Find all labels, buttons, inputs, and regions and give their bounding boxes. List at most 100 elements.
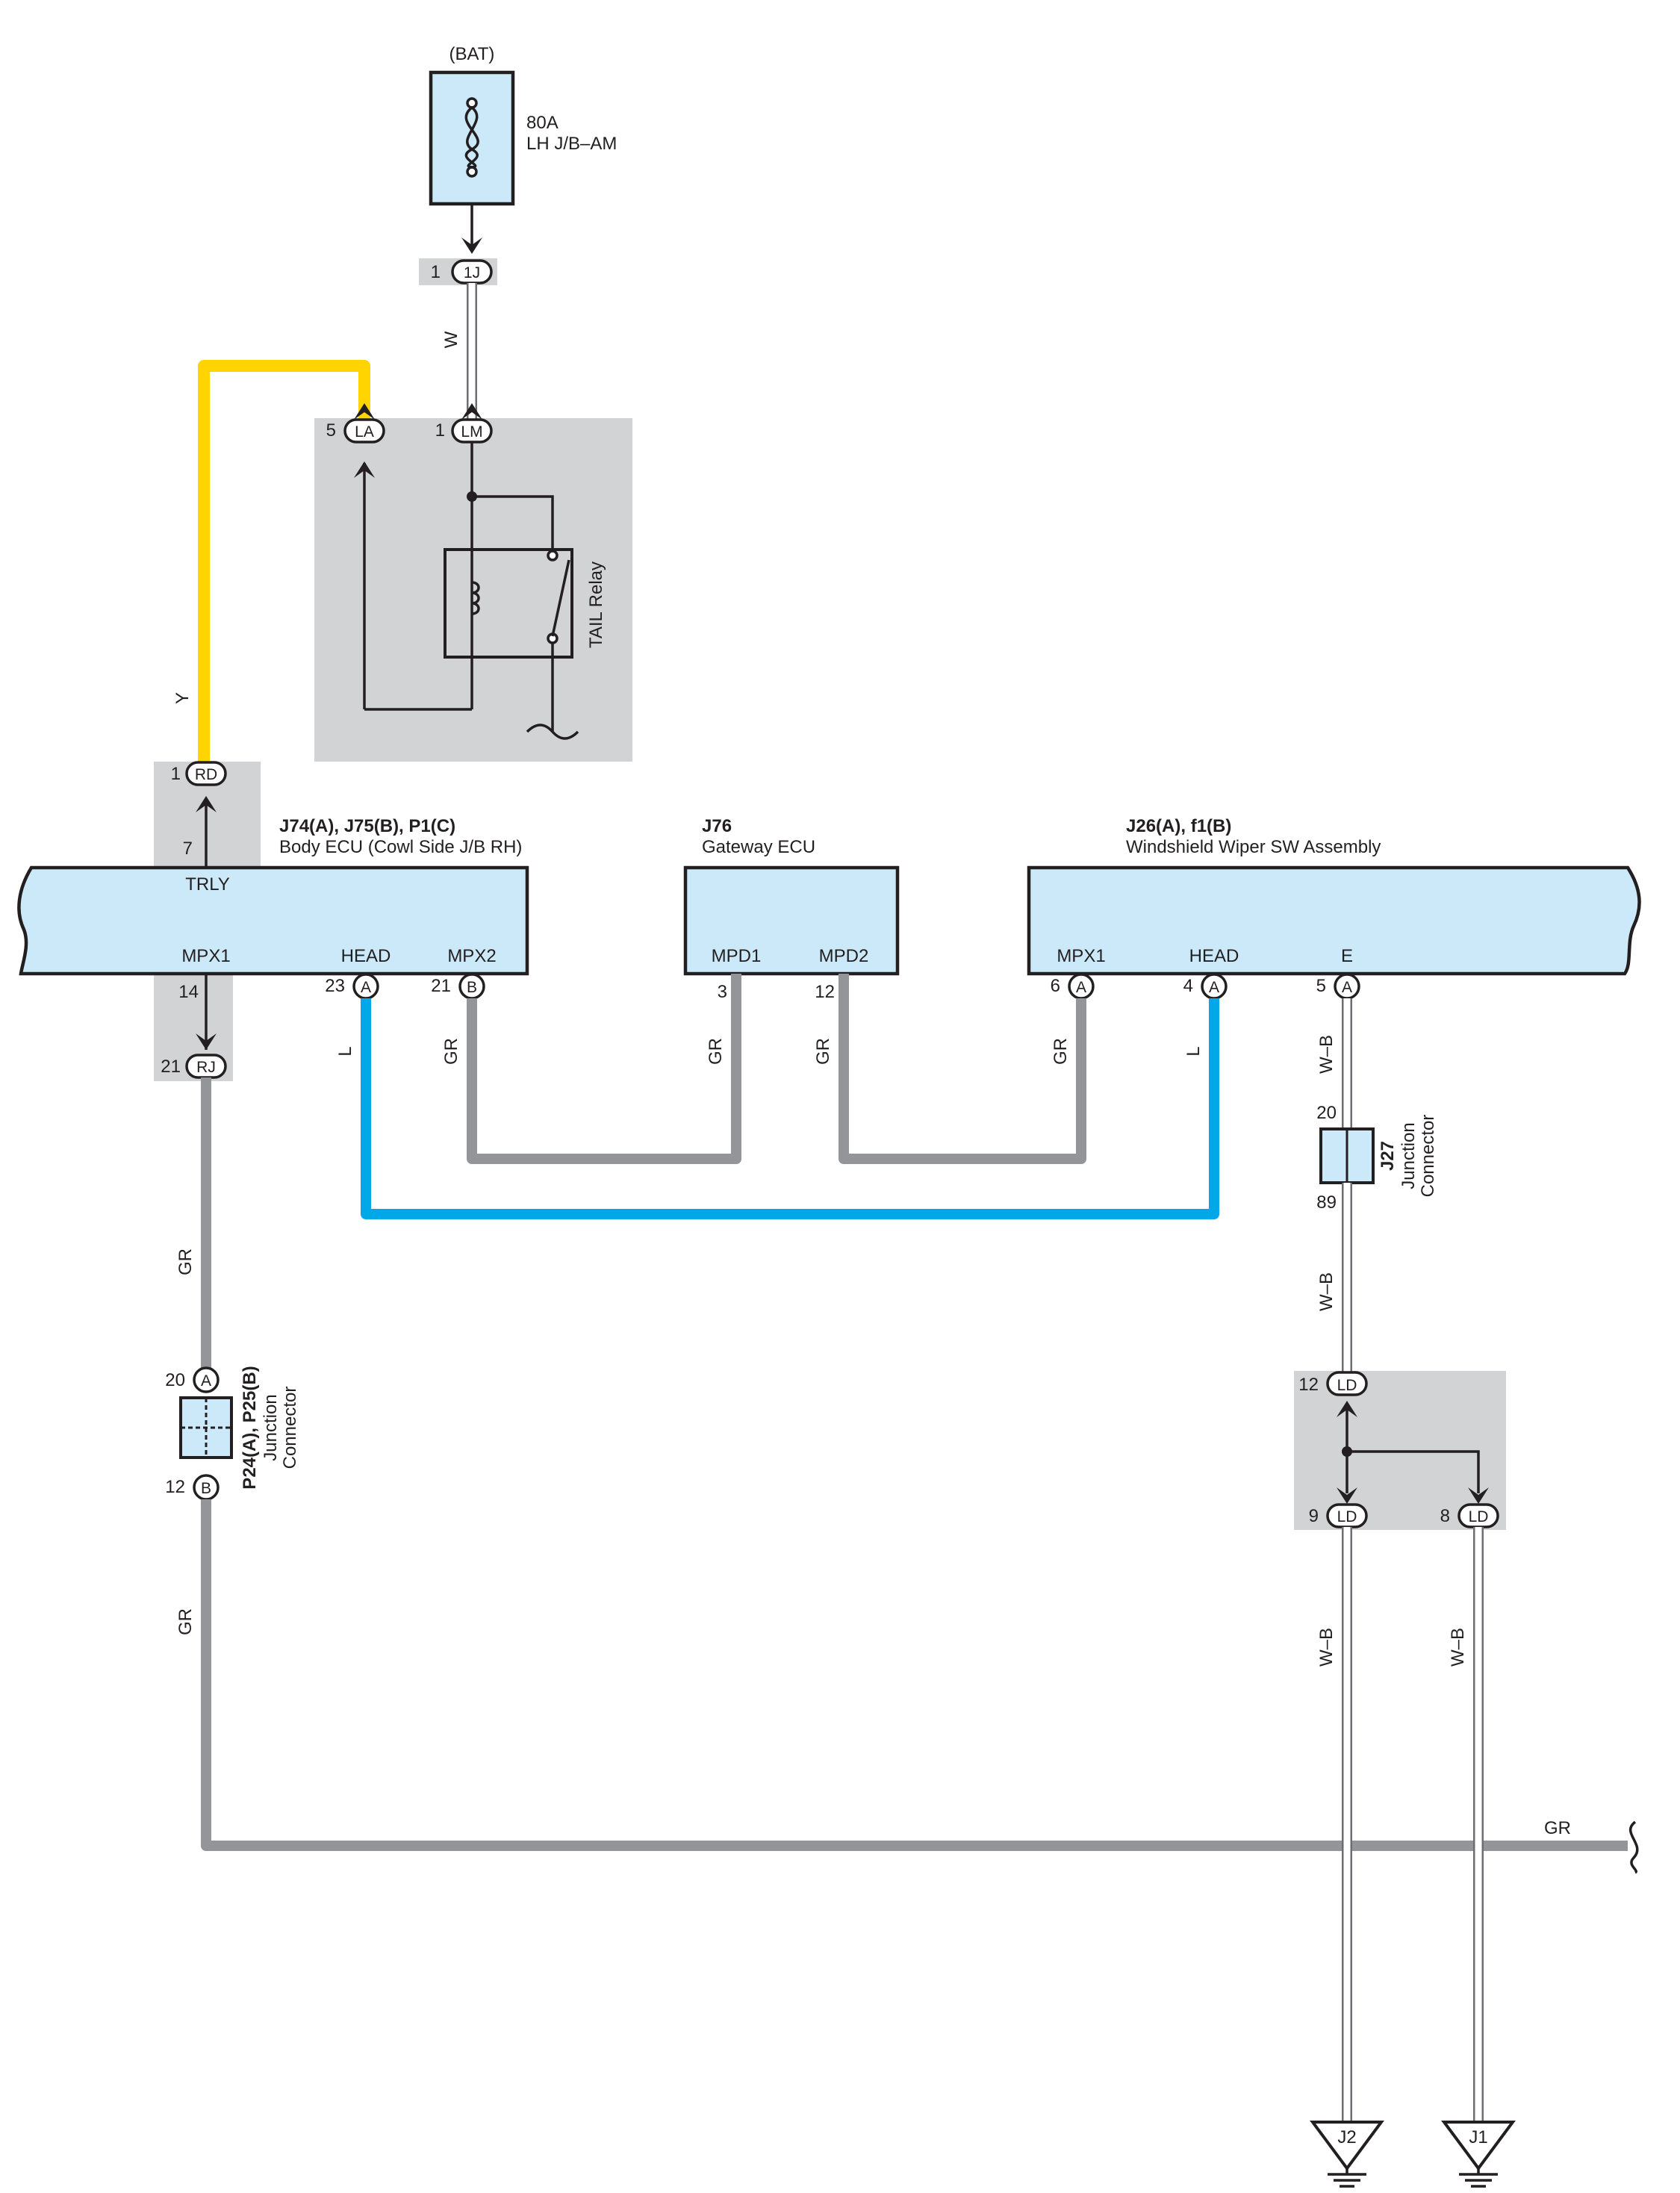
body-ecu-ids: J74(A), J75(B), P1(C) [279, 816, 455, 836]
wire-label-gr-6: GR [175, 1608, 196, 1635]
body-mpx2-conn-label: B [467, 979, 477, 996]
wire-label-wb-4: W–B [1448, 1628, 1468, 1667]
wire-break-icon [1628, 1820, 1639, 1874]
wiper-e-conn-label: A [1342, 979, 1352, 996]
ld-in-connector [1326, 1371, 1368, 1396]
fuse-rating: 80A [526, 113, 559, 133]
ground-icon [1310, 2121, 1384, 2188]
p24-conn-top-label: A [201, 1372, 211, 1390]
wire-label-gr-5: GR [175, 1248, 196, 1275]
wire-gr-bus [201, 1499, 1628, 1851]
wire-label-wb-2: W–B [1316, 1272, 1337, 1311]
arrow-icon [354, 403, 375, 420]
wire-label-l-2: L [1183, 1046, 1204, 1056]
p24-pin-top: 20 [165, 1370, 185, 1390]
relay-pin-lm-num: 1 [435, 420, 445, 441]
wiper-head-pin: 4 [1183, 976, 1193, 996]
j27-pin-top: 20 [1316, 1103, 1337, 1123]
wiper-mpx1-pin: 6 [1051, 976, 1060, 996]
body-ecu-box [17, 865, 529, 976]
body-ecu-mpx2: MPX2 [447, 946, 496, 966]
wire-label-gr-7: GR [1544, 1818, 1571, 1838]
gateway-mpd1-pin: 3 [718, 982, 727, 1002]
arrow-icon [196, 1033, 217, 1050]
p24-type-2: Connector [280, 1387, 300, 1469]
p24-ids: P24(A), P25(B) [240, 1366, 260, 1489]
wiper-mpx1-conn-label: A [1076, 979, 1086, 996]
trly-pin: 7 [183, 839, 193, 859]
wire-l-head [361, 998, 1219, 1219]
ld-junction-internal [1337, 1401, 1489, 1504]
wire-gr-mpx2-mpd1 [467, 974, 741, 1164]
relay-pin-la-num: 5 [326, 420, 336, 441]
p24-conn-top [193, 1366, 220, 1393]
ld-out1-code: LD [1337, 1508, 1357, 1525]
wire-label-wb-1: W–B [1316, 1035, 1337, 1074]
p24-type-1: Junction [261, 1394, 281, 1461]
p24-pin-bottom: 12 [165, 1477, 185, 1497]
connector-1j-code: 1J [464, 264, 480, 281]
wire-label-y: Y [172, 692, 193, 704]
wire-label-gr-1: GR [441, 1038, 461, 1065]
wire-label-gr-2: GR [706, 1038, 726, 1065]
rd-connector [185, 761, 227, 786]
body-ecu-head: HEAD [341, 946, 391, 966]
wiper-ids: J26(A), f1(B) [1126, 816, 1231, 836]
body-ecu-trly: TRLY [185, 874, 230, 895]
ground-j1-label: J1 [1469, 2127, 1487, 2147]
ld-out1-pin: 9 [1309, 1506, 1319, 1526]
wire-label-gr-3: GR [813, 1038, 833, 1065]
wiper-head-conn-label: A [1209, 979, 1219, 996]
fuse-icon [464, 97, 479, 178]
relay-pin-lm-code: LM [461, 423, 482, 441]
relay-pin-la [343, 418, 385, 444]
pin-1j-num: 1 [431, 262, 441, 282]
wire-y [198, 360, 370, 763]
fuse-box [429, 70, 515, 206]
relay-name: TAIL Relay [586, 562, 606, 648]
gateway-mpd2-pin: 12 [815, 982, 835, 1002]
ground-j2-label: J2 [1337, 2127, 1356, 2147]
j27-type-1: Junction [1399, 1122, 1419, 1189]
rj-num: 21 [161, 1057, 181, 1077]
gateway-name: Gateway ECU [702, 837, 815, 857]
wiper-head: HEAD [1189, 946, 1239, 966]
fuse-name: LH J/B–AM [526, 134, 617, 154]
mpx1-pin: 14 [178, 982, 199, 1002]
body-ecu-mpx1: MPX1 [181, 946, 230, 966]
rd-code: RD [195, 766, 217, 783]
wire-label-wb-3: W–B [1316, 1628, 1337, 1667]
ld-out2-code: LD [1469, 1508, 1489, 1525]
ground-icon [1441, 2121, 1516, 2188]
wire-label-gr-4: GR [1051, 1038, 1071, 1065]
tail-relay-area [314, 418, 632, 762]
j27-id: J27 [1378, 1141, 1398, 1171]
relay-pin-la-code: LA [355, 423, 374, 441]
arrow-icon [461, 403, 482, 420]
gateway-ecu-box [683, 865, 900, 976]
wiper-name: Windshield Wiper SW Assembly [1126, 837, 1381, 857]
relay-internal-circuit [354, 442, 579, 740]
gateway-mpd2: MPD2 [819, 946, 869, 966]
wire-label-l-1: L [335, 1046, 355, 1056]
j27-type-2: Connector [1418, 1115, 1438, 1198]
ld-out2-pin: 8 [1440, 1506, 1450, 1526]
wiper-e: E [1341, 946, 1353, 966]
rd-num: 1 [171, 764, 181, 784]
body-mpx2-pin: 21 [431, 976, 451, 996]
wiper-e-pin: 5 [1316, 976, 1326, 996]
j27-pin-bottom: 89 [1316, 1192, 1337, 1213]
gateway-mpd1: MPD1 [712, 946, 762, 966]
battery-label: (BAT) [449, 44, 495, 64]
body-ecu-name: Body ECU (Cowl Side J/B RH) [279, 837, 522, 857]
ld-in-pin: 12 [1298, 1375, 1319, 1395]
p24-connector-block [179, 1396, 233, 1459]
gateway-id: J76 [702, 816, 732, 836]
wiper-sw-box [1027, 865, 1641, 976]
body-head-pin: 23 [325, 976, 345, 996]
wire-gr-mpd2-mpx1 [839, 974, 1086, 1164]
p24-conn-bottom-label: B [201, 1480, 211, 1497]
wiper-mpx1: MPX1 [1057, 946, 1105, 966]
body-head-conn-label: A [361, 979, 371, 996]
